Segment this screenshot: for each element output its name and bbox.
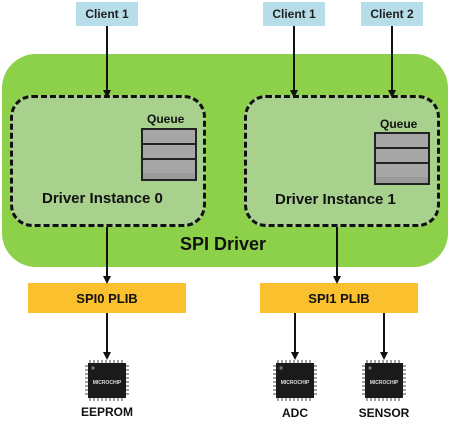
adc-chip-logo: MICROCHIP — [281, 380, 310, 386]
spi1-plib-box: SPI1 PLIB — [260, 283, 418, 313]
adc-chip-icon — [273, 360, 317, 401]
queue-label-1: Queue — [380, 117, 418, 131]
instance-label-0: Driver Instance 0 — [42, 190, 163, 207]
sensor-chip-icon — [362, 360, 406, 401]
client-2-box: Client 2 — [361, 2, 423, 26]
plib-label: SPI0 PLIB — [76, 290, 138, 306]
plib-label: SPI1 PLIB — [308, 290, 370, 306]
queue-label-0: Queue — [147, 112, 185, 126]
client-1-box: Client 1 — [76, 2, 138, 26]
eeprom-label: EEPROM — [80, 405, 133, 419]
eeprom-chip-logo: MICROCHIP — [93, 380, 122, 386]
spi-driver-label: SPI Driver — [180, 234, 267, 254]
client-label: Client 1 — [272, 7, 316, 21]
sensor-chip-logo: MICROCHIP — [370, 380, 399, 386]
queue-icon-0 — [141, 128, 197, 181]
spi0-plib-box: SPI0 PLIB — [28, 283, 186, 313]
eeprom-chip-icon — [85, 360, 129, 401]
adc-label: ADC — [282, 406, 308, 420]
sensor-label: SENSOR — [358, 406, 410, 420]
client-1-box-right: Client 1 — [263, 2, 325, 26]
queue-icon-1 — [374, 132, 430, 185]
client-label: Client 2 — [370, 7, 414, 21]
client-label: Client 1 — [85, 7, 129, 21]
instance-label-1: Driver Instance 1 — [275, 191, 396, 208]
